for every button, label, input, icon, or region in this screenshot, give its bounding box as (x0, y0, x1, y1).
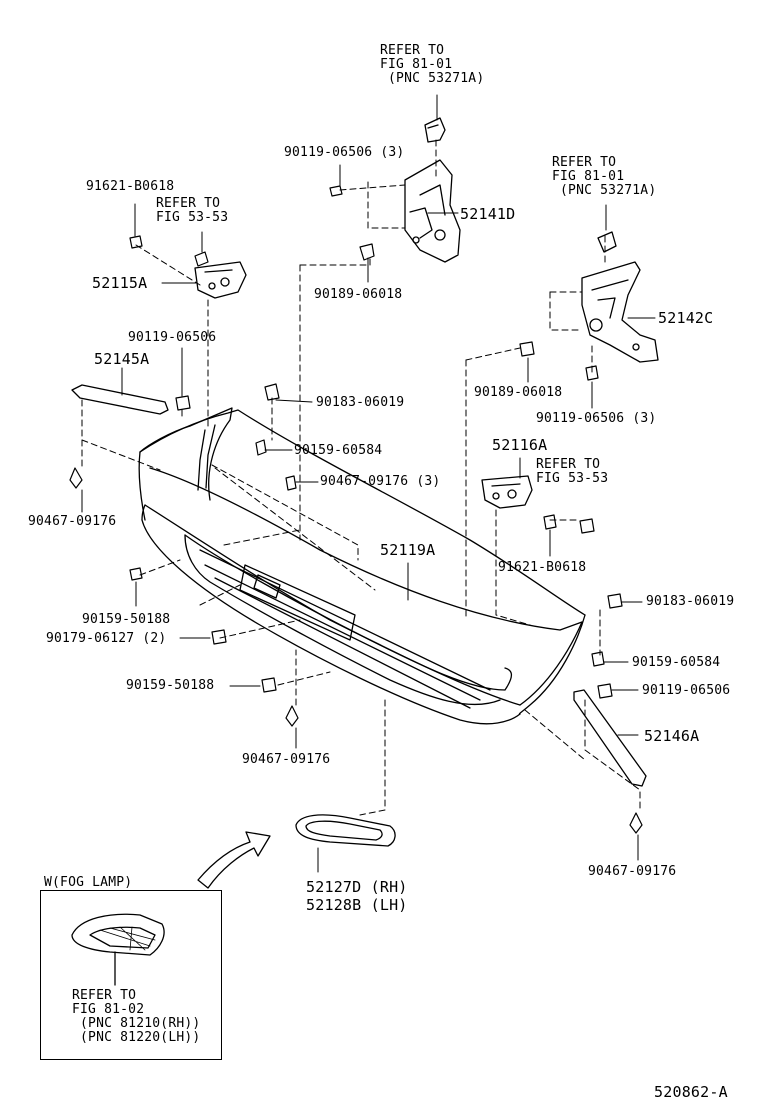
label-90119-06506-right: 90119-06506 (642, 683, 731, 698)
fog-lamp-inset (40, 890, 222, 1060)
label-90159-60584-right: 90159-60584 (632, 655, 721, 670)
label-52128B: 52128B (LH) (306, 896, 408, 914)
label-52127D: 52127D (RH) (306, 878, 408, 896)
label-90183-06019-left: 90183-06019 (316, 395, 405, 410)
fog-lamp-arrow (197, 831, 271, 889)
fog-cover-52127D (295, 814, 396, 847)
label-90467-09176-right: 90467-09176 (588, 864, 677, 879)
label-52142C: 52142C (658, 309, 714, 327)
label-90189-06018-top: 90189-06018 (314, 287, 403, 302)
label-leader-lines (81, 94, 656, 873)
label-90119-06506-right3: 90119-06506 (3) (536, 411, 657, 426)
label-90467-09176-left: 90467-09176 (28, 514, 117, 529)
label-right-bracket-ref: REFER TO FIG 81-01 (PNC 53271A) (552, 155, 657, 198)
label-90467-09176-3: 90467-09176 (3) (320, 474, 441, 489)
label-52116A: 52116A (492, 436, 548, 454)
label-90159-50188-b: 90159-50188 (126, 678, 215, 693)
assembly-leader-lines (81, 139, 641, 816)
diagram-id: 520862-A (654, 1083, 728, 1101)
label-52145A: 52145A (94, 350, 150, 368)
label-90119-06506-left: 90119-06506 (128, 330, 217, 345)
label-52146A: 52146A (644, 727, 700, 745)
label-90179-06127: 90179-06127 (2) (46, 631, 167, 646)
label-90189-06018-right: 90189-06018 (474, 385, 563, 400)
label-90119-06506-top: 90119-06506 (3) (284, 145, 405, 160)
retainer-52115A (194, 261, 247, 299)
label-90159-60584-left: 90159-60584 (294, 443, 383, 458)
label-90467-09176-bottom: 90467-09176 (242, 752, 331, 767)
bumper-cover-52119A (138, 407, 586, 725)
inset-fog-lamp-ref: REFER TO FIG 81-02 (PNC 81210(RH)) (PNC … (72, 988, 201, 1045)
fasteners (69, 185, 643, 834)
label-91621-B0618-right: 91621-B0618 (498, 560, 587, 575)
label-52141D: 52141D (460, 205, 516, 223)
retainer-52116A (481, 475, 533, 509)
label-52119A: 52119A (380, 541, 436, 559)
label-top-bracket-ref: REFER TO FIG 81-01 (PNC 53271A) (380, 43, 485, 86)
label-52115A: 52115A (92, 274, 148, 292)
stay-52145A (71, 384, 169, 415)
inset-title: W(FOG LAMP) (44, 875, 133, 890)
label-90159-50188-a: 90159-50188 (82, 612, 171, 627)
bracket-52141D (404, 117, 461, 263)
label-91621-B0618-left: 91621-B0618 (86, 179, 175, 194)
label-90183-06019-right: 90183-06019 (646, 594, 735, 609)
label-ref-53-53-right: REFER TO FIG 53-53 (536, 457, 609, 486)
label-ref-53-53-left: REFER TO FIG 53-53 (156, 196, 229, 225)
bracket-52142C (581, 231, 659, 363)
fog-lamp-drawing (71, 913, 165, 986)
stay-52146A (573, 689, 647, 787)
